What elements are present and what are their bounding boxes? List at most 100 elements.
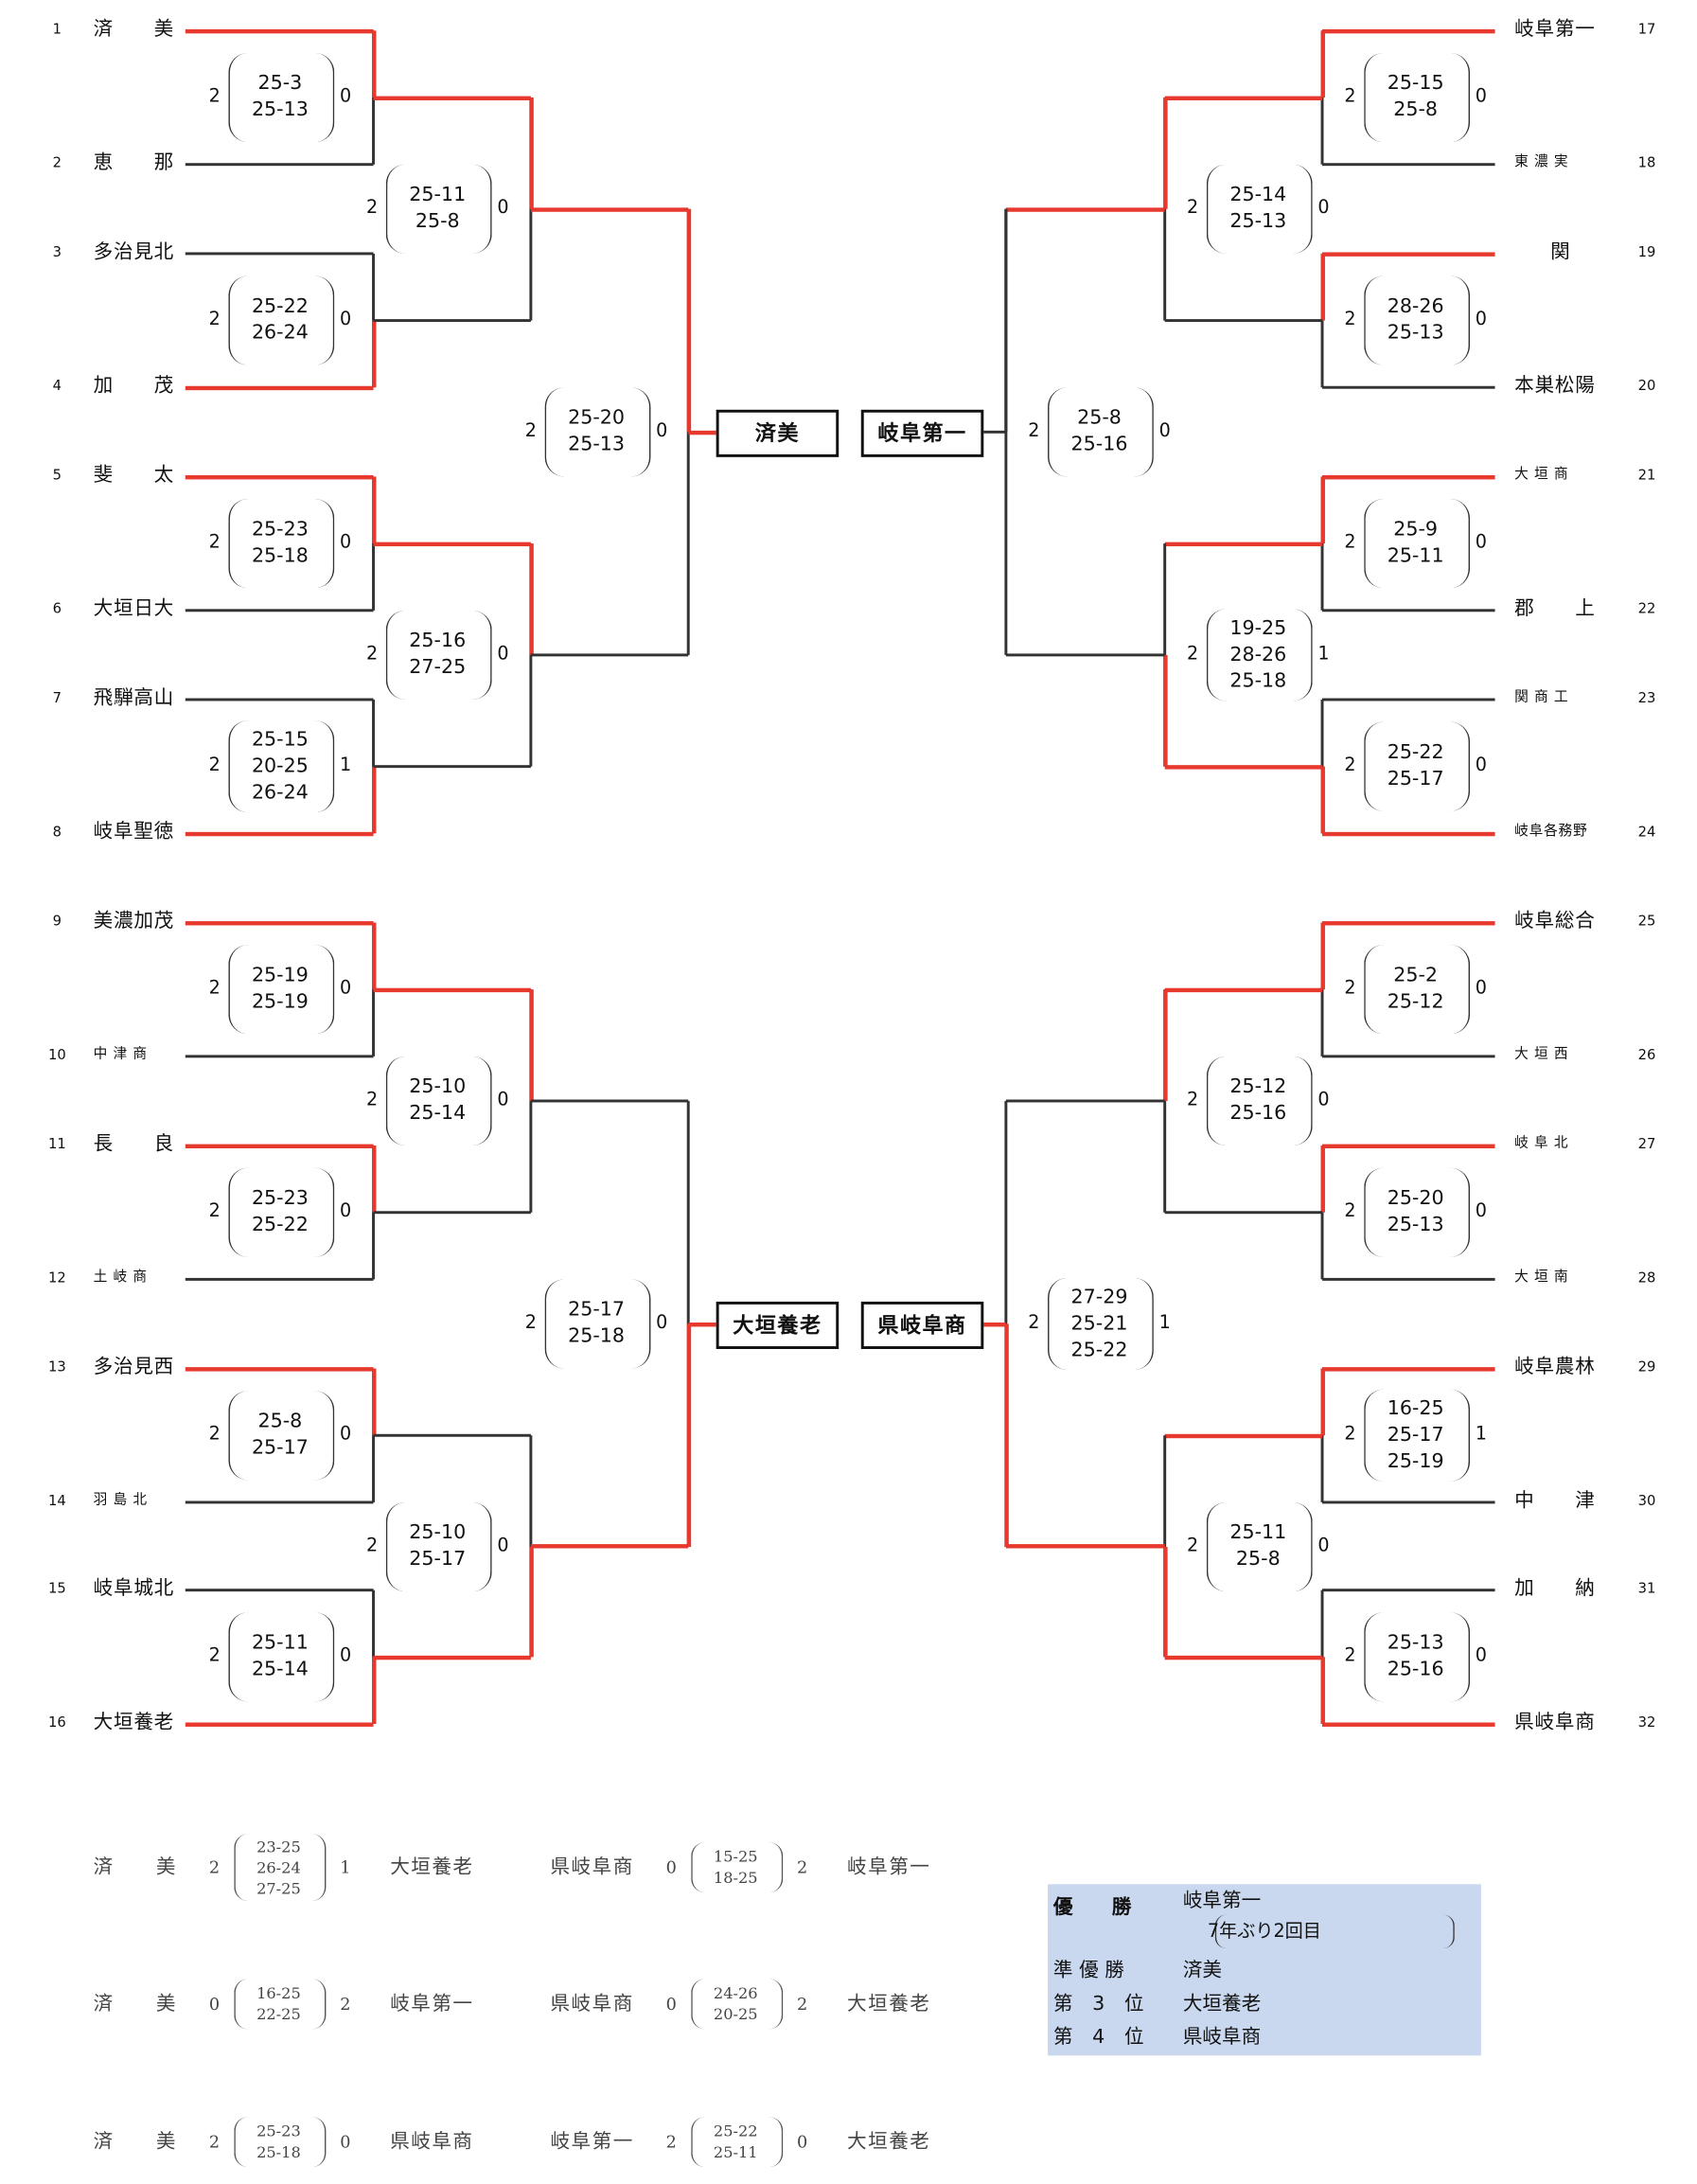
score-brace (1364, 499, 1471, 589)
bracket-line (1322, 1721, 1495, 1727)
set-score: 25-13 (1387, 1631, 1444, 1655)
set-score: 25-8 (415, 210, 460, 233)
bracket-line (1164, 541, 1323, 546)
sets-won-loser: 0 (339, 86, 352, 108)
score-brace (1364, 1612, 1471, 1702)
bracket-line (1005, 1100, 1165, 1102)
team-name: 長 良 (93, 1132, 175, 1156)
bracket-line (185, 385, 374, 390)
seed-number: 23 (1637, 691, 1656, 707)
seed-number: 26 (1637, 1048, 1656, 1064)
finalist-bottom-left: 大垣養老 (716, 1301, 840, 1349)
sets-won-winner: 2 (208, 1424, 221, 1446)
seed-number: 3 (52, 245, 62, 261)
sets-won-winner: 2 (365, 644, 379, 666)
seed-number: 5 (52, 468, 62, 484)
bracket-line (687, 208, 690, 655)
league-team-b: 岐阜第一 (390, 1993, 474, 2015)
set-score: 25-8 (1393, 98, 1439, 122)
league-score-brace (691, 1979, 784, 2030)
finalist-top-left: 済美 (716, 409, 840, 457)
league-team-b: 大垣養老 (847, 1993, 931, 2015)
score-brace (228, 52, 335, 143)
set-score: 25-17 (409, 1547, 467, 1571)
set-score: 25-22 (251, 1214, 309, 1236)
sets-won-winner: 2 (524, 420, 537, 442)
set-score: 25-13 (1387, 322, 1444, 345)
set-score: 25-16 (1070, 433, 1128, 456)
seed-number: 15 (47, 1581, 66, 1598)
league-team-b: 大垣養老 (847, 2130, 931, 2154)
sets-won-winner: 2 (208, 1645, 221, 1667)
bracket-line (1004, 208, 1007, 433)
league-score-brace (234, 2117, 327, 2168)
bracket-line (185, 474, 374, 479)
set-score: 26-24 (251, 781, 309, 804)
bracket-line (528, 1546, 534, 1658)
league-team-b: 大垣養老 (390, 1856, 474, 1879)
bracket-line (1319, 476, 1325, 544)
seed-number: 12 (47, 1270, 66, 1287)
sets-won-loser: 0 (656, 1312, 668, 1334)
seed-number: 29 (1637, 1359, 1656, 1376)
set-score: 25-9 (1393, 518, 1439, 542)
score-brace (385, 1501, 492, 1591)
score-brace (1364, 275, 1471, 365)
sets-won-winner: 2 (1187, 644, 1199, 666)
bracket-line (1164, 95, 1323, 100)
sets-won-winner: 2 (1344, 1200, 1356, 1223)
bracket-line (530, 1544, 689, 1549)
set-score: 25-22 (1387, 741, 1444, 764)
league-set-score: 26-24 (256, 1858, 301, 1877)
bracket-line (528, 543, 534, 655)
bracket-line (978, 431, 1006, 434)
set-score: 25-23 (251, 1187, 309, 1210)
team-name: 多治見西 (93, 1356, 175, 1378)
set-score: 25-20 (1387, 1187, 1444, 1210)
set-score: 25-14 (251, 1658, 309, 1681)
sets-won-winner: 2 (1344, 532, 1356, 554)
bracket-line (371, 476, 376, 544)
bracket-line (1322, 28, 1495, 33)
league-team-a: 済 美 (93, 1856, 177, 1879)
set-score: 25-14 (1229, 184, 1287, 206)
sets-won-winner: 2 (365, 1535, 379, 1556)
bracket-line (686, 1323, 691, 1547)
sets-won-winner: 2 (208, 532, 221, 554)
bracket-line (1322, 1055, 1495, 1057)
bracket-line (185, 699, 374, 701)
sets-won-loser: 0 (339, 978, 352, 1000)
score-brace (1206, 1501, 1313, 1591)
team-name: 大 垣 南 (1514, 1270, 1569, 1286)
sets-won-winner: 2 (1344, 309, 1356, 330)
set-score: 25-13 (568, 433, 626, 456)
sets-won-winner: 2 (208, 86, 221, 108)
set-score: 16-25 (1387, 1396, 1444, 1420)
sets-won-loser: 0 (497, 198, 509, 220)
bracket-line (372, 699, 375, 834)
sets-won-winner: 2 (365, 1090, 379, 1111)
set-score: 25-17 (1387, 768, 1444, 790)
seed-number: 20 (1637, 379, 1656, 395)
sets-won-loser: 1 (1475, 1424, 1487, 1446)
sets-won-loser: 0 (1475, 309, 1487, 330)
sets-won-loser: 0 (339, 1200, 352, 1223)
set-score: 25-19 (1387, 1449, 1444, 1473)
bracket-line (1162, 1546, 1167, 1658)
team-name: 飛騨高山 (93, 686, 175, 710)
set-score: 27-29 (1070, 1286, 1128, 1308)
bracket-line (1322, 1366, 1495, 1371)
league-team-b: 県岐阜商 (390, 2130, 474, 2154)
set-score: 25-11 (1229, 1520, 1287, 1544)
bracket-line (1319, 766, 1325, 834)
set-score: 25-11 (251, 1631, 309, 1655)
set-score: 25-8 (1235, 1547, 1281, 1571)
bracket-line (1162, 98, 1167, 209)
